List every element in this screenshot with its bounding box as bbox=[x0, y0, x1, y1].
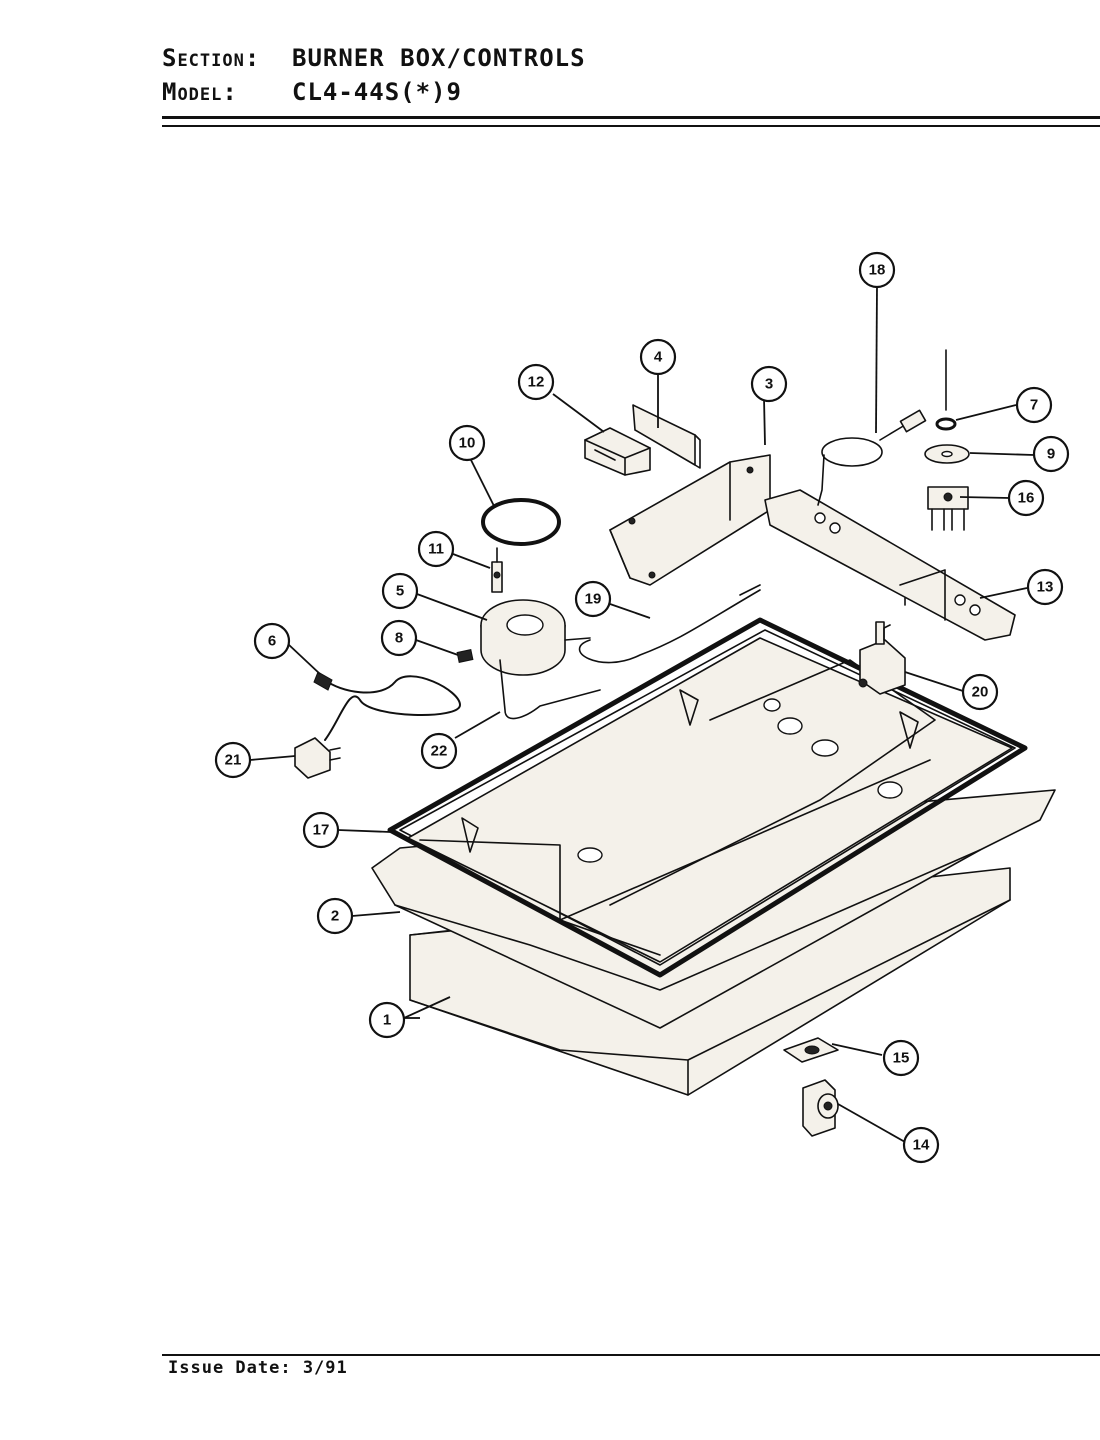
header-rule-thin bbox=[162, 125, 1100, 127]
callout-11-label: 11 bbox=[428, 541, 444, 558]
callout-19-label: 19 bbox=[585, 591, 602, 608]
part-thermocouple-lead bbox=[499, 659, 601, 720]
callout-8: 8 bbox=[380, 619, 418, 657]
section-row: Section: BURNER BOX/CONTROLS bbox=[162, 44, 586, 72]
part-wire-harness bbox=[578, 584, 761, 664]
callout-17-label: 17 bbox=[313, 822, 330, 839]
callout-12-label: 12 bbox=[528, 374, 545, 391]
callout-13-label: 13 bbox=[1037, 579, 1054, 596]
callout-15: 15 bbox=[882, 1039, 920, 1077]
callout-5-label: 5 bbox=[396, 583, 404, 600]
part-igniter bbox=[491, 547, 503, 593]
model-label: Model: bbox=[162, 78, 238, 106]
part-power-cord bbox=[324, 675, 461, 741]
part-manifold bbox=[764, 489, 1016, 641]
callout-20: 20 bbox=[961, 673, 999, 711]
part-burner-assembly bbox=[480, 599, 591, 676]
header-rule-thick bbox=[162, 116, 1100, 119]
part-valve-holder bbox=[927, 349, 969, 531]
callout-12: 12 bbox=[517, 363, 555, 401]
part-o-ring bbox=[481, 498, 561, 546]
callout-11: 11 bbox=[417, 530, 455, 568]
callout-22-label: 22 bbox=[431, 743, 448, 760]
callout-17: 17 bbox=[302, 811, 340, 849]
part-gas-tube bbox=[817, 409, 927, 506]
leader-lines bbox=[249, 285, 1035, 1143]
callout-14: 14 bbox=[902, 1126, 940, 1164]
callout-3-label: 3 bbox=[765, 376, 773, 393]
callout-21-label: 21 bbox=[225, 752, 242, 769]
cord-end bbox=[313, 671, 333, 691]
part-burner-box bbox=[407, 637, 1013, 963]
callout-4-label: 4 bbox=[654, 349, 663, 366]
callout-2-label: 2 bbox=[331, 908, 339, 925]
callout-15-label: 15 bbox=[893, 1050, 910, 1067]
callout-14-label: 14 bbox=[913, 1137, 930, 1154]
callout-2: 2 bbox=[316, 897, 354, 935]
part-control-knob bbox=[802, 1079, 839, 1137]
callout-16: 16 bbox=[1007, 479, 1045, 517]
part-switch-plate bbox=[783, 1037, 839, 1063]
callout-6: 6 bbox=[253, 622, 291, 660]
callout-8-label: 8 bbox=[395, 630, 403, 647]
callout-7-label: 7 bbox=[1030, 397, 1038, 414]
part-disc bbox=[924, 444, 970, 464]
callout-1: 1 bbox=[368, 1001, 406, 1039]
callout-13: 13 bbox=[1026, 568, 1064, 606]
callout-21: 21 bbox=[214, 741, 252, 779]
callout-19: 19 bbox=[574, 580, 612, 618]
callout-22: 22 bbox=[420, 732, 458, 770]
callout-7: 7 bbox=[1015, 386, 1053, 424]
callout-9: 9 bbox=[1032, 435, 1070, 473]
part-plug bbox=[294, 737, 341, 779]
footer-rule bbox=[162, 1354, 1100, 1356]
model-number: CL4-44S(*)9 bbox=[292, 78, 462, 106]
section-label: Section: bbox=[162, 44, 261, 72]
part-mounting-bracket bbox=[609, 454, 771, 586]
callout-6-label: 6 bbox=[268, 633, 276, 650]
part-clip bbox=[456, 649, 474, 663]
callout-4: 4 bbox=[639, 338, 677, 376]
callout-3: 3 bbox=[750, 365, 788, 403]
part-gas-valve bbox=[858, 621, 906, 695]
callout-18: 18 bbox=[858, 251, 896, 289]
model-row: Model: CL4-44S(*)9 bbox=[162, 78, 462, 106]
part-washer bbox=[935, 417, 957, 431]
callout-20-label: 20 bbox=[972, 684, 989, 701]
callout-18-label: 18 bbox=[869, 262, 886, 279]
callout-10: 10 bbox=[448, 424, 486, 462]
callout-9-label: 9 bbox=[1047, 446, 1055, 463]
callout-16-label: 16 bbox=[1018, 490, 1035, 507]
part-junction-block bbox=[584, 427, 651, 476]
issue-date: Issue Date: 3/91 bbox=[168, 1358, 348, 1378]
callout-5: 5 bbox=[381, 572, 419, 610]
callout-10-label: 10 bbox=[459, 435, 476, 452]
callout-1-label: 1 bbox=[383, 1012, 391, 1029]
part-bracket-plate bbox=[632, 404, 701, 469]
section-title: BURNER BOX/CONTROLS bbox=[292, 44, 586, 72]
